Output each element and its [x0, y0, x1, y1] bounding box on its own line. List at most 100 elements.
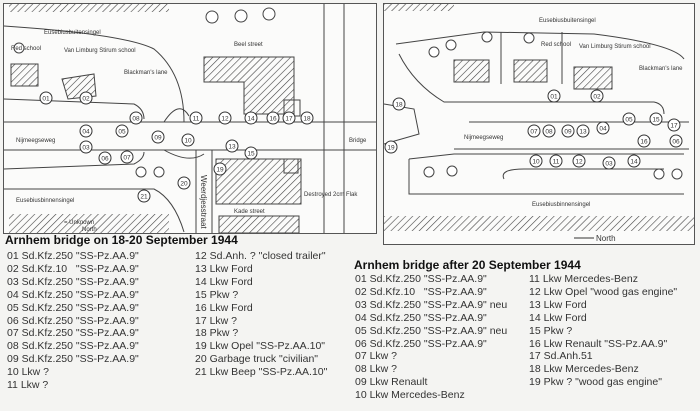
- vehicle-marker: 02: [590, 89, 604, 103]
- legend-entry: 19 Pkw ? "wood gas engine": [529, 376, 662, 389]
- legend-entry: 03 Sd.Kfz.250 "SS-Pz.AA.9" neu: [355, 298, 508, 311]
- marker-circle: [129, 111, 143, 125]
- buildings: [384, 4, 694, 231]
- label-beel-street: Beel street: [234, 42, 263, 48]
- vehicle-marker: 02: [79, 91, 93, 105]
- label-inner-ring: Eusebiusbinnensingel: [532, 202, 590, 208]
- marker-number: 11: [193, 115, 200, 122]
- legend-entry: 17 Lkw ?: [195, 314, 238, 327]
- marker-circle: [622, 112, 636, 126]
- vehicle-marker: 21: [137, 189, 151, 203]
- legend-entry: 10 Lkw Mercedes-Benz: [355, 389, 465, 402]
- marker-circle: [266, 111, 280, 125]
- marker-number: 19: [387, 144, 395, 151]
- marker-circle: [627, 154, 641, 168]
- marker-circle: [667, 118, 681, 132]
- vehicle-marker: 12: [572, 154, 586, 168]
- marker-circle: [120, 150, 134, 164]
- vehicle-marker: 18: [300, 111, 314, 125]
- legend-entry: 06 Sd.Kfz.250 "SS-Pz.AA.9": [7, 314, 139, 327]
- marker-circle: [542, 124, 556, 138]
- legend-entry: 14 Lkw Ford: [195, 275, 253, 288]
- legend-entry: 07 Lkw ?: [355, 350, 398, 363]
- legend-entry: 01 Sd.Kfz.250 "SS-Pz.AA.9": [7, 250, 139, 262]
- label-red-school: Red school: [11, 46, 41, 52]
- weerdjes-label-bg: [197, 172, 211, 232]
- legend-entry: 01 Sd.Kfz.250 "SS-Pz.AA.9": [355, 273, 487, 285]
- label-lane: Blackman's lane: [124, 70, 168, 76]
- vehicle-marker: 05: [115, 124, 129, 138]
- marker-number: 01: [550, 93, 558, 100]
- marker-number: 11: [553, 158, 560, 165]
- legend1-column1: 01 Sd.Kfz.250 "SS-Pz.AA.9"02 Sd.Kfz.10 "…: [7, 250, 139, 392]
- legend-entry: 05 Sd.Kfz.250 "SS-Pz.AA.9": [7, 301, 139, 314]
- label-nijmeegseweg: Nijmeegseweg: [464, 135, 503, 141]
- label-outer-ring: Eusebiusbuitensingel: [44, 30, 101, 36]
- vehicle-marker: 10: [529, 154, 543, 168]
- marker-number: 10: [184, 137, 192, 144]
- marker-number: 16: [640, 138, 648, 145]
- marker-circle: [576, 124, 590, 138]
- marker-circle: [244, 146, 258, 160]
- marker-number: 06: [101, 155, 109, 162]
- marker-number: 19: [216, 166, 224, 173]
- vehicle-marker: 10: [181, 133, 195, 147]
- legend-entry: 17 Sd.Anh.51: [529, 350, 593, 363]
- vehicle-marker: 17: [667, 118, 681, 132]
- vehicle-marker: 03: [79, 140, 93, 154]
- vehicle-marker: 15: [244, 146, 258, 160]
- marker-number: 09: [564, 128, 572, 135]
- legend-entry: 09 Sd.Kfz.250 "SS-Pz.AA.9": [7, 353, 139, 366]
- marker-number: 03: [82, 144, 90, 151]
- label-inner-ring: Eusebiusbinnensingel: [16, 198, 74, 204]
- marker-number: 02: [593, 93, 601, 100]
- vehicle-marker: 09: [561, 124, 575, 138]
- legend-entry: 04 Sd.Kfz.250 "SS-Pz.AA.9": [7, 288, 139, 301]
- legend-entry: 04 Sd.Kfz.250 "SS-Pz.AA.9": [355, 311, 487, 324]
- marker-circle: [561, 124, 575, 138]
- vehicle-marker: 13: [576, 124, 590, 138]
- marker-number: 13: [579, 128, 587, 135]
- label-kade: Kade street: [234, 209, 265, 215]
- vehicle-marker: 13: [225, 139, 239, 153]
- marker-circle: [79, 124, 93, 138]
- marker-circle: [572, 154, 586, 168]
- marker-circle: [282, 111, 296, 125]
- vehicle-marker: 06: [669, 134, 683, 148]
- map2-drawing: Eusebiusbuitensingel Red school Van Limb…: [384, 4, 694, 243]
- legend1-title: Arnhem bridge on 18-20 September 1944: [5, 233, 238, 247]
- marker-circle: [384, 140, 398, 154]
- marker-number: 18: [395, 101, 403, 108]
- buildings: [9, 4, 302, 233]
- label-lane: Blackman's lane: [639, 66, 683, 72]
- roads: [384, 31, 689, 195]
- marker-circle: [649, 112, 663, 126]
- legend-entry: 06 Sd.Kfz.250 "SS-Pz.AA.9": [355, 337, 487, 350]
- vehicle-marker: 11: [189, 111, 203, 125]
- legend-entry: 11 Lkw ?: [7, 379, 49, 392]
- label-flak: Destroyed 2cm Flak: [304, 192, 358, 198]
- marker-number: 18: [303, 115, 311, 122]
- label-weerdjes: Weerdjesstraat: [199, 175, 208, 229]
- marker-number: 03: [605, 160, 613, 167]
- vehicle-marker: 18: [392, 97, 406, 111]
- marker-number: 15: [247, 150, 255, 157]
- legend-entry: 18 Pkw ?: [195, 327, 239, 340]
- marker-circle: [137, 189, 151, 203]
- marker-circle: [596, 121, 610, 135]
- marker-circle: [115, 124, 129, 138]
- marker-number: 08: [132, 115, 140, 122]
- vehicle-marker: 01: [547, 89, 561, 103]
- legend-entry: 05 Sd.Kfz.250 "SS-Pz.AA.9" neu: [355, 324, 508, 337]
- legend-entry: 09 Lkw Renault: [355, 376, 428, 389]
- vehicle-marker: 04: [596, 121, 610, 135]
- label-vl-school: Van Limburg Stirum school: [64, 48, 136, 54]
- label-vl-school: Van Limburg Stirum school: [579, 44, 651, 50]
- label-north: North: [596, 234, 616, 243]
- vehicle-marker: 16: [637, 134, 651, 148]
- marker-number: 04: [82, 128, 90, 135]
- marker-circle: [181, 133, 195, 147]
- marker-number: 04: [599, 125, 607, 132]
- map1-drawing: Eusebiusbuitensingel Red school Van Limb…: [4, 4, 376, 233]
- vehicle-marker: 04: [79, 124, 93, 138]
